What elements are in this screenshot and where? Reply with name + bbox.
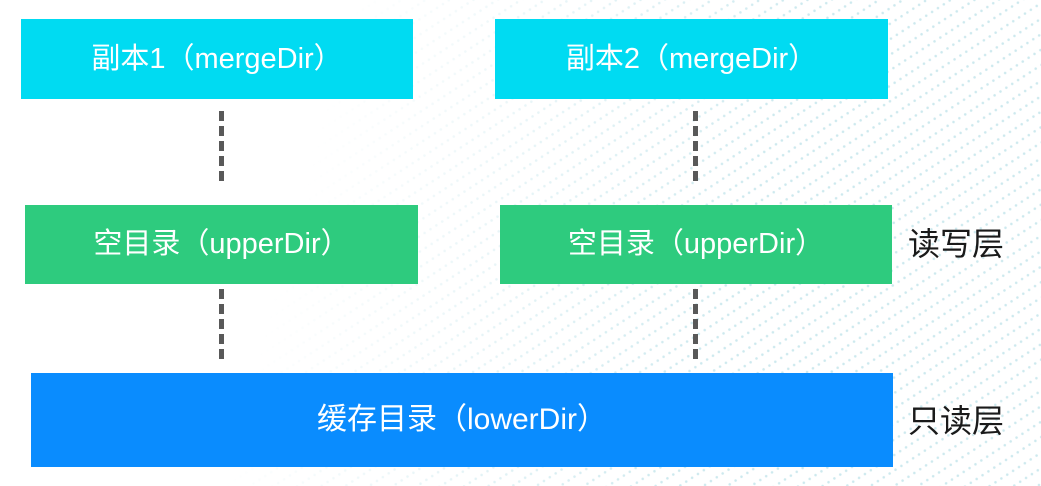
lower-dir-box: 缓存目录（lowerDir） — [31, 373, 893, 467]
connector-replica2-to-upper2 — [693, 111, 698, 184]
read-only-layer-label: 只读层 — [908, 403, 1005, 439]
upper-dir-box-1: 空目录（upperDir） — [25, 205, 418, 284]
merge-dir-replica1-box: 副本1（mergeDir） — [21, 19, 413, 99]
merge-dir-replica2-box: 副本2（mergeDir） — [495, 19, 888, 99]
connector-upper1-to-lower — [219, 289, 224, 361]
connector-upper2-to-lower — [693, 289, 698, 361]
read-write-layer-label: 读写层 — [908, 226, 1005, 262]
connector-replica1-to-upper1 — [219, 111, 224, 184]
upper-dir-box-2: 空目录（upperDir） — [500, 205, 892, 284]
